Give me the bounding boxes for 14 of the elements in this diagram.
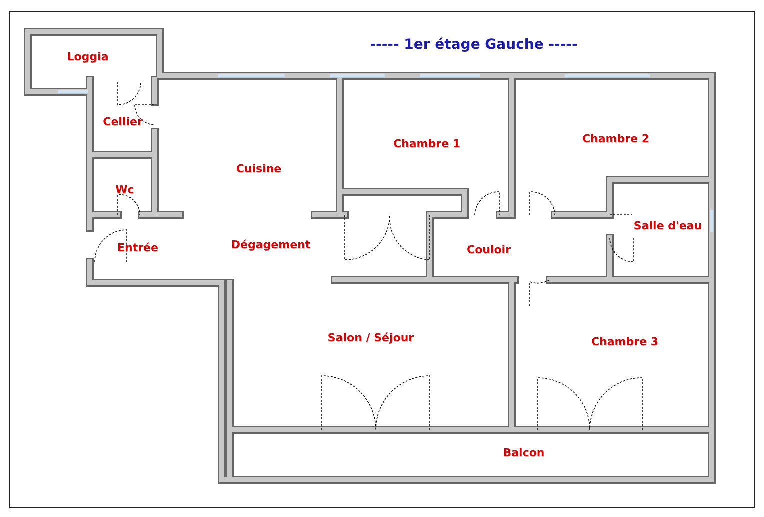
room-label: Wc — [116, 184, 134, 196]
room-label: Chambre 1 — [393, 138, 461, 150]
room-label: Entrée — [118, 242, 158, 254]
room-label: Dégagement — [231, 238, 311, 252]
room-label: Loggia — [67, 50, 109, 64]
plan-title: ----- 1er étage Gauche ----- — [370, 37, 578, 53]
room-label: Chambre 2 — [582, 132, 650, 146]
room-label: Salle d'eau — [634, 220, 702, 232]
room-label: Couloir — [467, 244, 511, 256]
room-label: Cellier — [103, 116, 143, 128]
room-label: Salon / Séjour — [328, 332, 414, 344]
room-label: Balcon — [503, 446, 545, 460]
room-label: Cuisine — [236, 162, 282, 176]
room-label: Chambre 3 — [591, 336, 659, 348]
